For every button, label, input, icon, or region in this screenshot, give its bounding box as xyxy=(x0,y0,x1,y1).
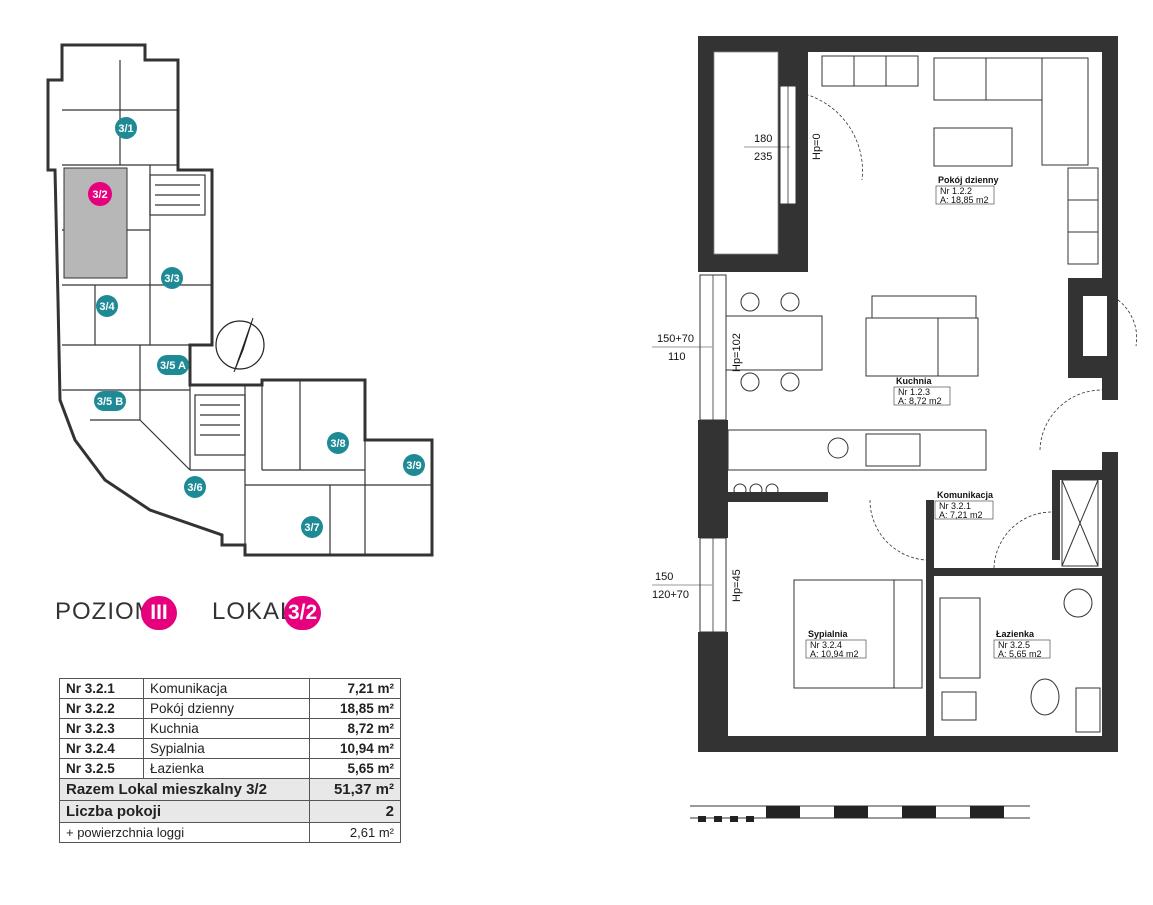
room-title: Sypialnia xyxy=(808,629,849,639)
total-value: 51,37 m² xyxy=(309,778,401,801)
unit-badge-label: 3/4 xyxy=(99,301,115,313)
window-sill-height: Hp=102 xyxy=(731,333,743,372)
room-nr: Nr 3.2.5 xyxy=(59,758,144,779)
north-arrow-icon xyxy=(215,317,265,373)
room-nr: Nr 3.2.3 xyxy=(59,718,144,739)
room-nr: Nr 1.2.2 xyxy=(940,186,972,196)
room-area: A: 5,65 m2 xyxy=(998,649,1042,659)
unit-label: LOKAL xyxy=(212,598,295,625)
room-nr: Nr 1.2.3 xyxy=(898,387,930,397)
rooms-count-label: Liczba pokoji xyxy=(59,800,310,823)
room-title: Komunikacja xyxy=(937,490,994,500)
level-badge: III xyxy=(141,596,177,630)
window-dim-bottom: 110 xyxy=(668,351,686,363)
window-sill-height: Hp=45 xyxy=(731,569,743,602)
unit-badge-label: 3/1 xyxy=(118,123,133,135)
total-label: Razem Lokal mieszkalny 3/2 xyxy=(59,778,310,801)
room-title: Pokój dzienny xyxy=(938,175,999,185)
room-area: A: 18,85 m2 xyxy=(940,195,989,205)
building-key-plan: 3/1 3/2 3/3 3/4 3/5 A 3/5 B 3/6 3/7 3/8 … xyxy=(46,43,434,557)
window-dim-top: 150 xyxy=(655,571,673,583)
room-area: 8,72 m² xyxy=(309,718,401,739)
unit-badge-label: 3/2 xyxy=(92,189,107,201)
unit-badge-label: 3/7 xyxy=(304,522,319,534)
window-dim-bottom: 120+70 xyxy=(652,589,689,601)
unit-badge-label: 3/5 B xyxy=(97,396,123,408)
room-nr: Nr 3.2.1 xyxy=(939,501,971,511)
room-area: A: 8,72 m2 xyxy=(898,396,942,406)
loggia-label: + powierzchnia loggi xyxy=(59,822,310,843)
level-label: POZIOM xyxy=(55,598,156,625)
room-nr: Nr 3.2.4 xyxy=(810,640,842,650)
room-title: Łazienka xyxy=(996,629,1035,639)
window-sill-height: Hp=0 xyxy=(811,133,823,160)
loggia-value: 2,61 m² xyxy=(309,822,401,843)
unit-badge-label: 3/6 xyxy=(187,482,202,494)
window-dim-top: 150+70 xyxy=(657,333,694,345)
unit-badge-label: 3/9 xyxy=(406,460,421,472)
unit-badge-label: 3/8 xyxy=(330,438,345,450)
scale-bar xyxy=(690,805,1030,822)
room-nr: Nr 3.2.5 xyxy=(998,640,1030,650)
room-area: A: 7,21 m2 xyxy=(939,510,983,520)
room-title: Kuchnia xyxy=(896,376,932,386)
unit-badge: 3/2 xyxy=(284,596,322,630)
rooms-count-value: 2 xyxy=(309,800,401,823)
room-name: Sypialnia xyxy=(143,738,310,759)
window-dim-bottom: 235 xyxy=(754,151,772,163)
window-dim-top: 180 xyxy=(754,133,772,145)
room-area: A: 10,94 m2 xyxy=(810,649,859,659)
unit-badge-label: 3/3 xyxy=(164,273,179,285)
unit-badge-label: 3/5 A xyxy=(160,360,186,372)
